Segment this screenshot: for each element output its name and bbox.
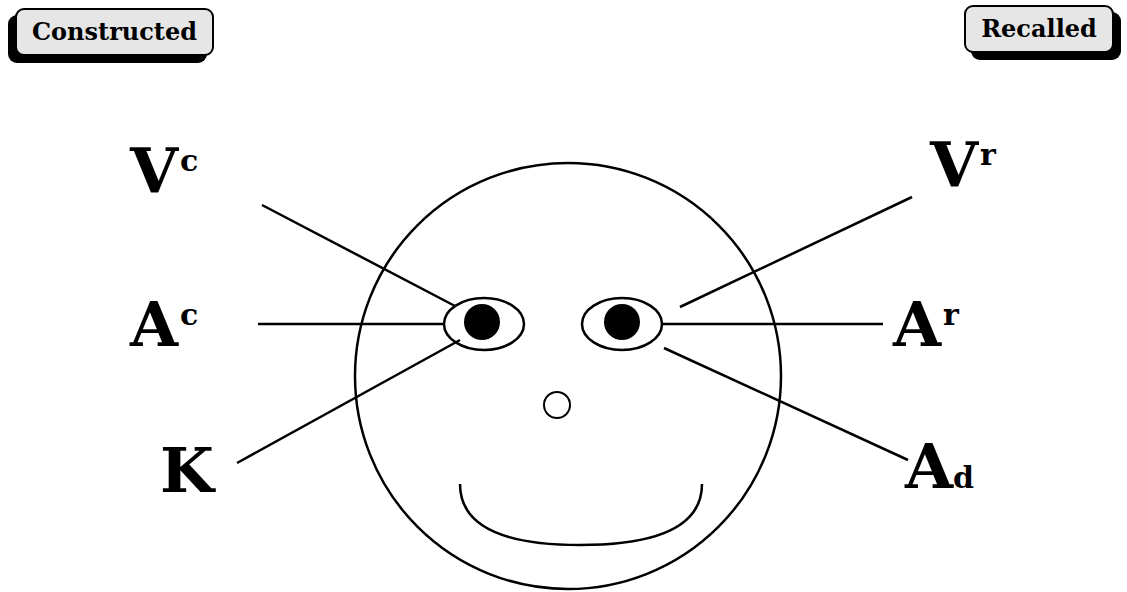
heading-box: Constructed	[15, 8, 214, 56]
leader-line	[237, 340, 460, 463]
left-pupil	[464, 304, 500, 340]
leader-line	[664, 348, 908, 460]
cue-label: Ad	[905, 436, 974, 498]
leader-line	[680, 197, 912, 307]
cue-label: K	[160, 440, 214, 502]
cue-label: Ac	[130, 300, 198, 351]
heading-box: Recalled	[964, 5, 1114, 53]
cue-label: Vc	[130, 146, 198, 197]
leader-line	[662, 323, 883, 326]
leader-line	[258, 323, 444, 326]
leader-line	[262, 205, 455, 306]
nose	[544, 392, 570, 418]
face-outline	[355, 163, 781, 589]
cue-label: Vr	[930, 140, 996, 191]
heading-text: Recalled	[981, 16, 1097, 42]
cue-label: Ar	[893, 300, 959, 351]
right-eye	[582, 298, 662, 350]
smile	[460, 484, 702, 545]
heading-text: Constructed	[32, 19, 197, 45]
right-pupil	[604, 304, 640, 340]
